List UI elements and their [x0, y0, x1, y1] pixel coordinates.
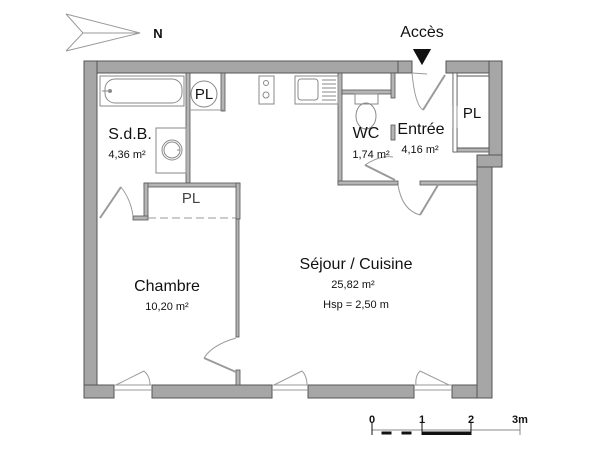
interior-walls — [132, 72, 490, 386]
toilet-icon — [354, 93, 379, 130]
room-area-wc: 1,74 m² — [352, 149, 390, 161]
room-area-sejour: 25,82 m² — [331, 279, 375, 291]
room-name-entree: Entrée — [397, 121, 445, 138]
bathtub-icon — [99, 75, 185, 107]
room-area-chambre: 10,20 m² — [145, 301, 189, 313]
doors — [99, 72, 458, 391]
closet-label-entree: PL — [462, 105, 482, 122]
scale-tick-1: 1 — [418, 414, 426, 426]
cooktop-icon — [258, 75, 275, 105]
room-name-wc: WC — [352, 125, 380, 142]
room-name-chambre: Chambre — [134, 278, 200, 295]
closet-label-chambre: PL — [181, 190, 201, 207]
room-area-sdb: 4,36 m² — [108, 149, 146, 161]
scale-tick-3: 3m — [512, 414, 528, 426]
scale-tick-0: 0 — [368, 414, 376, 426]
pl-circle-icon — [190, 80, 218, 108]
closet-label-sdb: PL — [194, 86, 214, 103]
scale-bar — [371, 422, 521, 435]
room-name-sejour: Séjour / Cuisine — [299, 256, 413, 273]
room-name-sdb: S.d.B. — [108, 126, 152, 143]
washbasin-icon — [155, 127, 187, 174]
kitchen-sink-icon — [294, 75, 339, 105]
north-arrow-icon — [65, 13, 141, 52]
scale-tick-2: 2 — [467, 414, 475, 426]
north-label: N — [153, 26, 163, 41]
room-height-sejour: Hsp = 2,50 m — [323, 299, 389, 311]
access-label: Accès — [400, 24, 444, 41]
outer-walls — [83, 60, 503, 399]
room-area-entree: 4,16 m² — [401, 144, 439, 156]
